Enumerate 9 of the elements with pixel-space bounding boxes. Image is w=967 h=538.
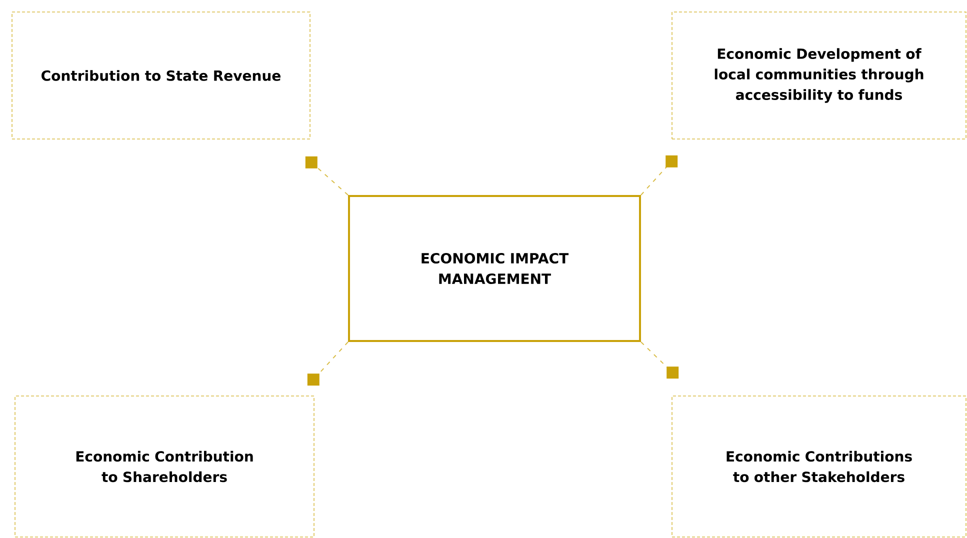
dashed-connector [640, 342, 679, 379]
topic-box: Economic Development of local communities through accessibility to funds [672, 12, 966, 140]
title-box: ECONOMIC IMPACT MANAGEMENT [348, 195, 641, 342]
topic-box: Contribution to State Revenue [12, 12, 310, 140]
dashed-connector [640, 155, 678, 196]
topic-box: Economic Contributions to other Stakeholders [672, 396, 966, 538]
topic-box: Economic Contribution to Shareholders [14, 396, 314, 538]
dashed-connector [305, 156, 348, 196]
dashed-connector [307, 342, 348, 386]
